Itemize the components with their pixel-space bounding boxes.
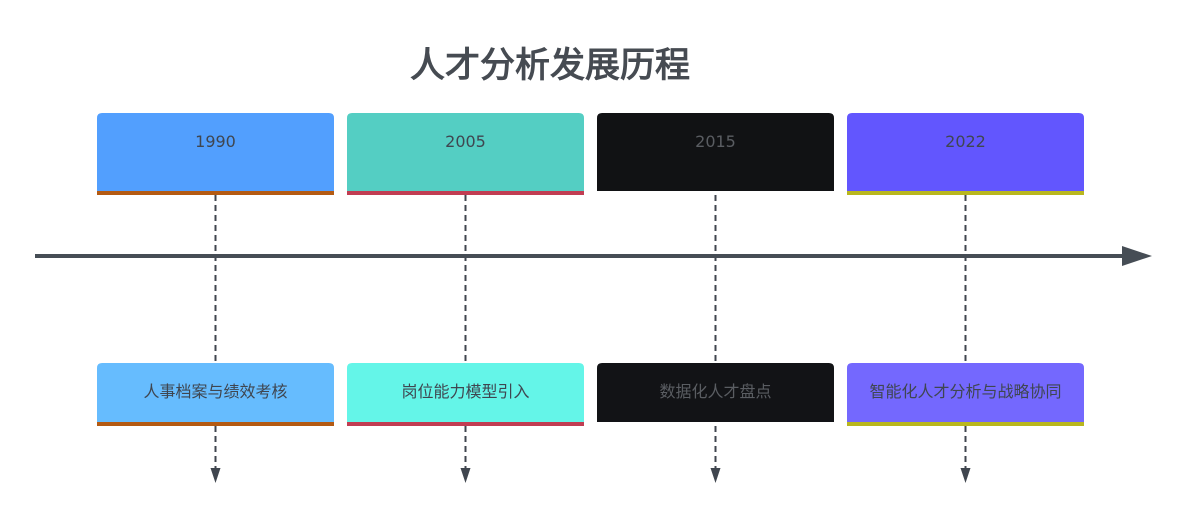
- event-card-bar: [347, 422, 584, 426]
- connector-arrow-head: [710, 468, 721, 483]
- cards: 1990 人事档案与绩效考核 2005 岗位能力模型引入 2015 数据化人才盘点 2022…: [97, 113, 1084, 426]
- event-card-1990: 人事档案与绩效考核: [97, 363, 334, 426]
- event-label: 岗位能力模型引入: [401, 382, 529, 401]
- period-label: 1990: [195, 132, 236, 151]
- connectors: [210, 195, 971, 483]
- period-card-bar: [597, 191, 834, 195]
- period-card-bar: [347, 191, 584, 195]
- period-label: 2022: [945, 132, 986, 151]
- period-card-2005: 2005: [347, 113, 584, 195]
- event-card-2005: 岗位能力模型引入: [347, 363, 584, 426]
- period-card-1990: 1990: [97, 113, 334, 195]
- event-card-bar: [847, 422, 1084, 426]
- period-label: 2015: [695, 132, 736, 151]
- event-label: 数据化人才盘点: [659, 382, 771, 401]
- period-card-bg: [347, 113, 584, 195]
- period-card-2015: 2015: [597, 113, 834, 195]
- event-card-2022: 智能化人才分析与战略协同: [847, 363, 1084, 426]
- event-card-bar: [97, 422, 334, 426]
- event-card-2015: 数据化人才盘点: [597, 363, 834, 426]
- event-card-bg: [347, 363, 584, 426]
- timeline-arrow-head: [1122, 246, 1152, 266]
- period-card-bar: [97, 191, 334, 195]
- event-card-bar: [597, 422, 834, 426]
- period-card-bg: [97, 113, 334, 195]
- period-label: 2005: [445, 132, 486, 151]
- event-label: 智能化人才分析与战略协同: [869, 382, 1061, 401]
- event-card-bg: [847, 363, 1084, 426]
- connector-arrow-head: [460, 468, 471, 483]
- event-card-bg: [597, 363, 834, 426]
- period-card-bar: [847, 191, 1084, 195]
- period-card-bg: [597, 113, 834, 195]
- period-card-bg: [847, 113, 1084, 195]
- event-label: 人事档案与绩效考核: [143, 382, 287, 401]
- period-card-2022: 2022: [847, 113, 1084, 195]
- connector-arrow-head: [960, 468, 971, 483]
- event-card-bg: [97, 363, 334, 426]
- diagram-title: 人才分析发展历程: [410, 46, 690, 86]
- connector-arrow-head: [210, 468, 221, 483]
